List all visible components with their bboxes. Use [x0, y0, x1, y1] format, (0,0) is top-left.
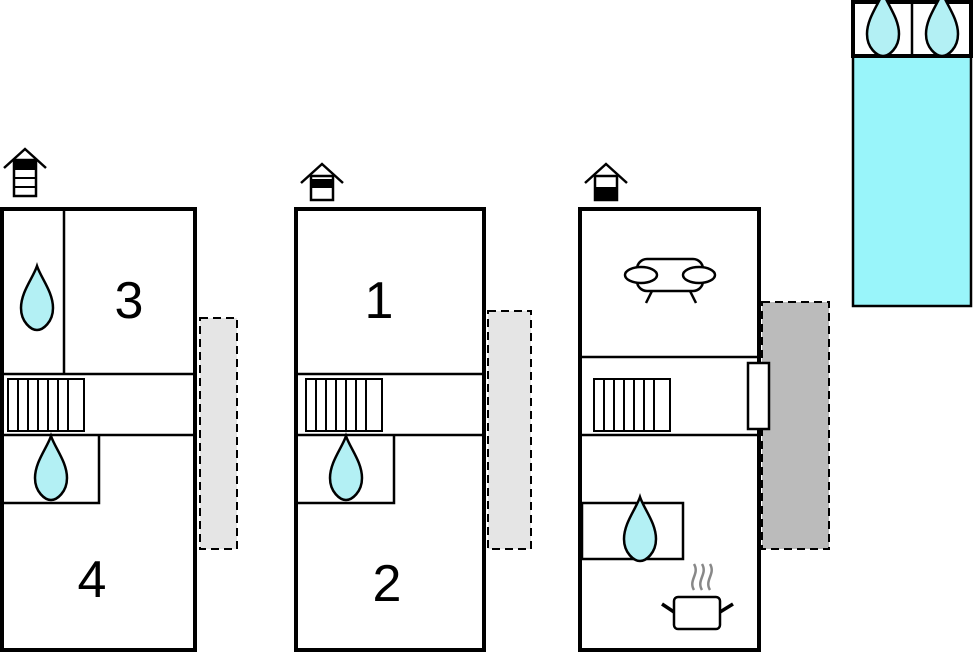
room-label-4: 4	[78, 551, 107, 609]
floor-top: 3 4	[0, 147, 238, 652]
house-floor-icon	[300, 162, 344, 202]
terrace	[761, 301, 830, 550]
door	[746, 361, 771, 431]
stairs-icon	[305, 378, 383, 432]
stairs-icon	[7, 378, 85, 432]
terrace	[487, 310, 532, 550]
stairs-icon	[593, 378, 671, 432]
floor-ground	[578, 162, 830, 652]
house-floor-icon	[584, 162, 628, 202]
pool	[851, 0, 973, 308]
room-label-2: 2	[373, 555, 402, 613]
terrace	[199, 317, 238, 550]
sofa-icon	[623, 257, 717, 304]
cooking-pot-icon	[661, 563, 734, 631]
house-floor-icon	[3, 147, 47, 198]
floor-middle: 1 2	[294, 162, 532, 652]
room-label-3: 3	[115, 272, 144, 330]
room-label-1: 1	[365, 272, 394, 330]
